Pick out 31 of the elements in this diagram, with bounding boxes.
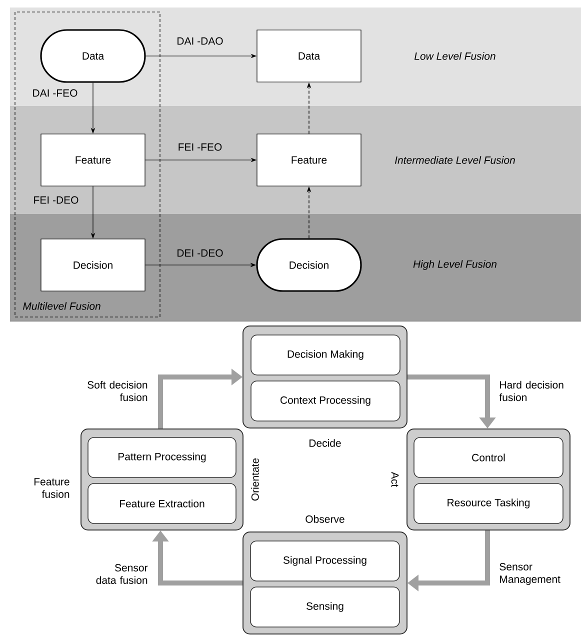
process-box: Signal Processing <box>250 540 400 582</box>
process-box: Decision <box>40 238 146 292</box>
edge-label: Hard decision fusion <box>499 380 564 402</box>
process-box: Resource Tasking <box>414 483 564 524</box>
edge-label: Soft decision fusion <box>88 380 148 402</box>
terminal-box: Decision <box>256 238 362 292</box>
side-label: Feature fusion <box>34 478 70 498</box>
node-label: Decide <box>310 439 341 447</box>
process-box: Feature <box>40 134 146 186</box>
band-label: Low Level Fusion <box>414 52 496 60</box>
edge-label: DEI -DEO <box>178 249 223 257</box>
band-label: Intermediate Level Fusion <box>395 156 515 164</box>
edge-label: DAI -FEO <box>33 89 78 97</box>
process-box: Data <box>256 30 362 82</box>
process-box: Feature Extraction <box>88 483 236 524</box>
edge-label: FEI -DEO <box>34 196 78 204</box>
process-box: Context Processing <box>250 380 400 422</box>
node-label: Orientate <box>251 458 259 501</box>
process-box: Control <box>414 437 564 478</box>
process-box: Decision Making <box>250 334 400 376</box>
node-label: Act <box>391 472 399 488</box>
process-box: Sensing <box>250 586 400 628</box>
edge-label: FEI -FEO <box>178 143 222 151</box>
process-box: Pattern Processing <box>88 437 236 478</box>
band-label: High Level Fusion <box>413 260 497 270</box>
node-label: Observe <box>306 515 344 523</box>
terminal-box: Data <box>40 29 146 83</box>
edge-label: Sensor data fusion <box>96 564 148 584</box>
process-box: Feature <box>256 134 362 186</box>
edge-label: Sensor Management <box>500 563 560 585</box>
edge-label: DAI -DAO <box>178 37 223 45</box>
